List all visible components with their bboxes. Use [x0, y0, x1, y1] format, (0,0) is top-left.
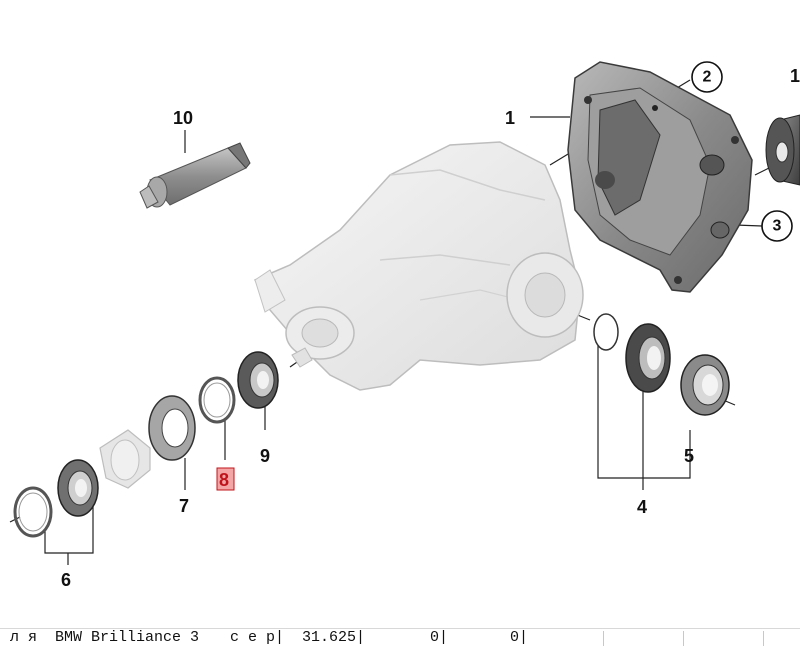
- status-qty-1: 0|: [430, 629, 449, 646]
- shaft-seal-right-part-4[interactable]: [625, 323, 671, 393]
- callout-9[interactable]: 9: [260, 446, 270, 466]
- svg-text:8: 8: [219, 470, 229, 490]
- status-price: 31.625|: [302, 629, 366, 646]
- callout-8-highlighted[interactable]: 8: [216, 467, 235, 491]
- shim-ring-part-8[interactable]: [198, 376, 236, 424]
- o-ring-right[interactable]: [593, 313, 619, 351]
- callout-3[interactable]: 3: [761, 210, 793, 242]
- status-bar: л я BMW Brilliance 3 с е р| 31.625| 0| 0…: [0, 628, 800, 647]
- callout-7[interactable]: 7: [179, 496, 189, 516]
- column-divider: [683, 631, 684, 646]
- callout-1[interactable]: 1: [505, 108, 515, 128]
- column-divider: [603, 631, 604, 646]
- collar-nut-part-6[interactable]: [57, 459, 99, 517]
- callout-5[interactable]: 5: [684, 446, 694, 466]
- parts-diagram: 1 2 3 4 5 6 7 8 9 10 1: [9, 61, 800, 590]
- svg-text:2: 2: [703, 69, 712, 86]
- callout-2[interactable]: 2: [691, 61, 723, 93]
- rear-cover-part-1[interactable]: [567, 61, 753, 293]
- callout-6[interactable]: 6: [61, 570, 71, 590]
- status-model-prefix: л я: [10, 629, 38, 646]
- drive-flange[interactable]: [99, 429, 151, 489]
- washer-part-7[interactable]: [148, 395, 196, 461]
- status-model: BMW Brilliance 3: [55, 629, 200, 646]
- grease-tube-part-10[interactable]: [139, 142, 251, 209]
- rubber-mount-part-11[interactable]: [765, 114, 800, 186]
- column-divider: [763, 631, 764, 646]
- callout-10[interactable]: 10: [173, 108, 193, 128]
- svg-text:3: 3: [773, 218, 782, 235]
- shaft-seal-part-9[interactable]: [237, 351, 279, 409]
- callout-4[interactable]: 4: [637, 497, 647, 517]
- status-series: с е р|: [230, 629, 285, 646]
- lock-ring-part-6[interactable]: [13, 486, 53, 538]
- status-qty-2: 0|: [510, 629, 529, 646]
- threaded-ring-part-5[interactable]: [680, 354, 730, 416]
- callout-11[interactable]: 1: [790, 66, 800, 86]
- differential-housing[interactable]: [253, 141, 584, 391]
